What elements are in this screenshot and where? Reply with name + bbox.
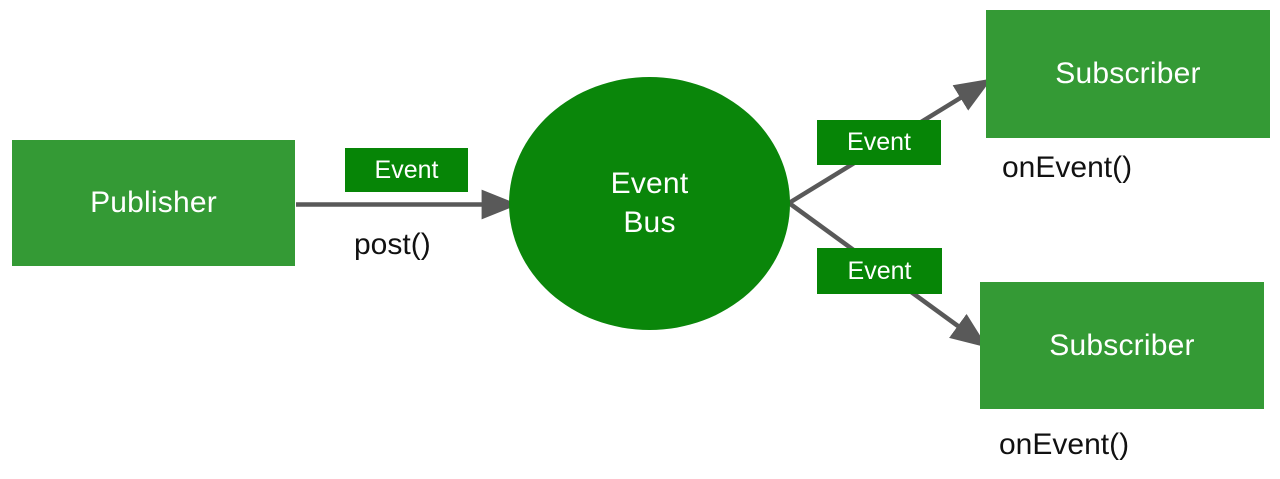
node-subscriber-bottom-label: Subscriber [1049,328,1195,362]
node-subscriber-bottom[interactable]: Subscriber [980,282,1264,409]
node-event-bus[interactable]: Event Bus [509,77,790,330]
chip-event-post[interactable]: Event [345,148,468,192]
node-event-bus-label-line2: Bus [623,205,676,239]
node-publisher[interactable]: Publisher [12,140,295,266]
caption-on-event-top: onEvent() [1002,151,1132,185]
caption-post: post() [354,228,431,262]
chip-event-top-label: Event [847,128,911,156]
chip-event-post-label: Event [374,155,439,184]
chip-event-bottom[interactable]: Event [817,248,942,294]
caption-on-event-bottom-label: onEvent() [999,428,1130,461]
caption-on-event-bottom: onEvent() [999,428,1129,462]
node-subscriber-top-label: Subscriber [1055,57,1201,90]
caption-on-event-top-label: onEvent() [1002,151,1133,184]
node-publisher-label: Publisher [90,186,217,219]
node-event-bus-label-line1: Event [610,167,689,201]
caption-post-label: post() [354,228,431,261]
chip-event-top[interactable]: Event [817,120,941,165]
chip-event-bottom-label: Event [847,256,912,285]
node-subscriber-top[interactable]: Subscriber [986,10,1270,138]
